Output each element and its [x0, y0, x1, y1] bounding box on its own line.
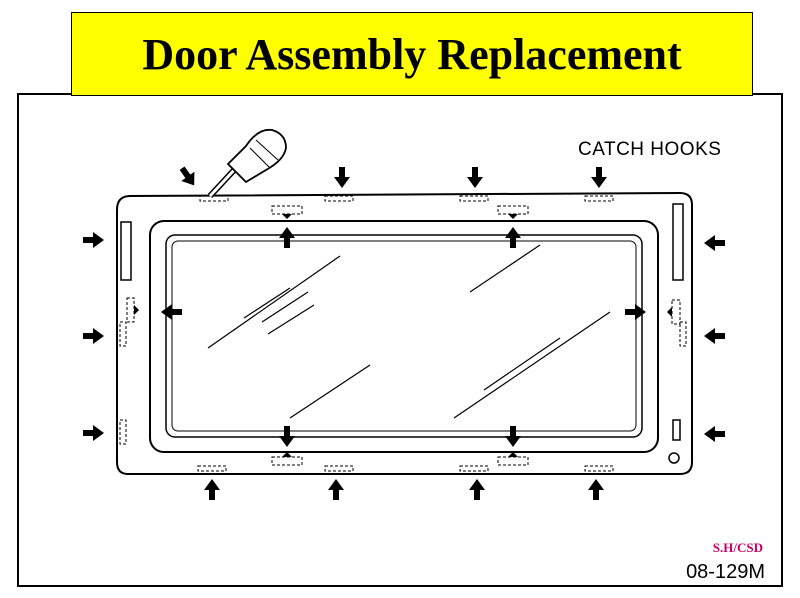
catch-hook-icon — [271, 205, 303, 215]
title-banner: Door Assembly Replacement — [71, 12, 753, 96]
glass-reflections — [207, 244, 611, 419]
catch-hook-icon — [119, 419, 127, 445]
door-outer-panel — [116, 191, 693, 475]
door-glass-window — [165, 234, 643, 438]
arrow-icon — [279, 426, 295, 447]
arrow-icon — [161, 304, 182, 320]
arrow-icon — [704, 426, 725, 442]
credit-label: S.H/CSD — [712, 540, 763, 555]
catch-hook-icon — [459, 195, 489, 202]
page-title: Door Assembly Replacement — [142, 29, 682, 79]
left-side-slot — [120, 221, 132, 281]
right-side-slot — [672, 203, 684, 281]
arrow-icon — [591, 167, 607, 188]
arrow-icon — [175, 163, 201, 190]
catch-hook-icon — [459, 465, 489, 472]
arrow-icon — [328, 479, 344, 500]
catch-hook-icon — [199, 195, 229, 202]
catch-hook-icon — [497, 456, 529, 466]
diagram-frame — [17, 93, 783, 587]
door-inner-frame — [149, 220, 659, 453]
catch-hook-icon — [271, 456, 303, 466]
catch-hook-icon — [497, 205, 529, 215]
catch-hook-icon — [324, 195, 354, 202]
catch-hook-icon — [584, 195, 614, 202]
arrow-icon — [625, 304, 646, 320]
arrow-icon — [588, 479, 604, 500]
arrow-icon — [334, 167, 350, 188]
figure-number: 08-129M — [686, 561, 765, 583]
catch-hook-icon — [671, 299, 681, 325]
catch-hook-icon — [197, 465, 227, 472]
arrow-icon — [469, 479, 485, 500]
catch-hook-icon — [324, 465, 354, 472]
catch-hook-icon — [584, 465, 614, 472]
arrow-icon — [83, 232, 104, 248]
arrow-icon — [83, 425, 104, 441]
catch-hook-icon — [679, 321, 687, 347]
arrows — [83, 163, 725, 500]
arrow-icon — [505, 426, 521, 447]
arrow-icon — [505, 227, 521, 248]
arrow-icon — [704, 328, 725, 344]
arrow-icon — [704, 235, 725, 251]
arrow-icon — [467, 167, 483, 188]
catch-hook-icon — [119, 321, 127, 347]
arrow-icon — [83, 328, 104, 344]
arrow-icon — [279, 227, 295, 248]
catch-hooks — [119, 195, 687, 472]
catch-hooks-label: CATCH HOOKS — [578, 139, 722, 160]
catch-hook-icon — [126, 297, 135, 323]
screwdriver-icon — [207, 128, 287, 199]
arrow-icon — [204, 479, 220, 500]
